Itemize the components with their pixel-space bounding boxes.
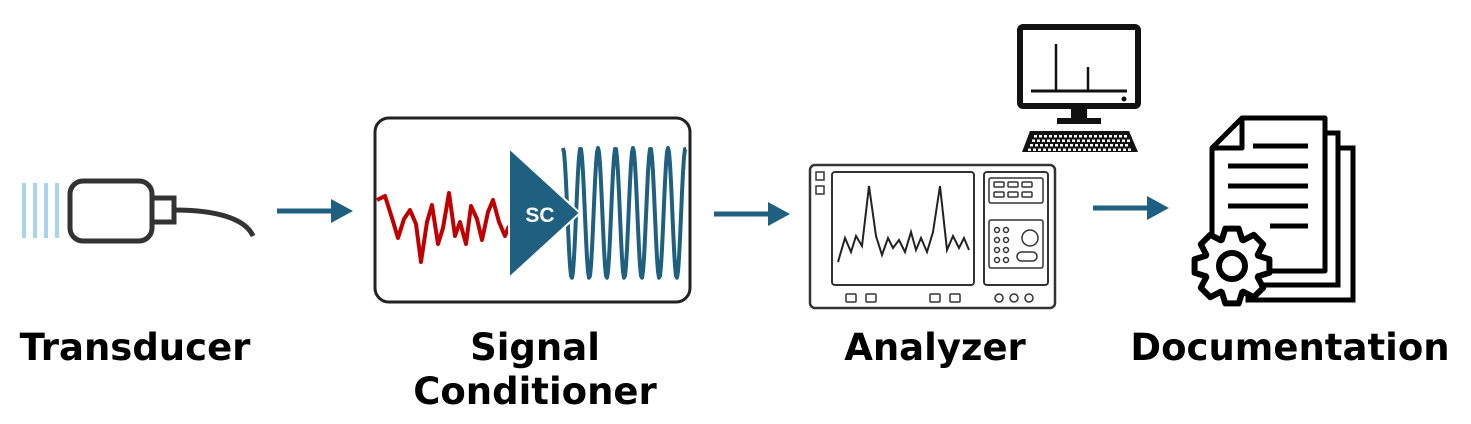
transducer-connector — [149, 195, 177, 225]
documentation-icon — [1191, 115, 1356, 307]
signal-conditioner-label-line2: Conditioner — [413, 370, 657, 413]
sc-badge: SC — [525, 204, 554, 227]
analyzer-icon — [808, 163, 1057, 310]
documentation-label: Documentation — [1130, 326, 1450, 369]
signal-conditioner-label: Signal Conditioner — [395, 326, 675, 414]
output-signal-wave — [561, 146, 687, 280]
arrow-2 — [714, 202, 790, 226]
computer-icon — [1017, 24, 1141, 152]
arrow-3 — [1093, 196, 1169, 220]
analyzer-control-panel — [983, 171, 1049, 286]
input-signal-wave — [376, 191, 511, 264]
arrow-1 — [277, 199, 353, 223]
amplifier-triangle — [508, 145, 582, 281]
transducer-label: Transducer — [19, 326, 251, 369]
monitor — [1017, 24, 1141, 109]
sound-wave-lines — [22, 183, 59, 238]
analyzer-screen — [831, 171, 975, 286]
transducer-body — [67, 178, 155, 244]
gear-hole — [1216, 250, 1248, 282]
analyzer-spectrum-trace — [837, 185, 970, 263]
analyzer-label: Analyzer — [844, 326, 1026, 369]
signal-conditioner-label-line1: Signal — [470, 326, 600, 369]
transducer-cable — [173, 207, 256, 238]
transducer-icon — [22, 178, 256, 244]
signal-conditioner-icon: SC — [373, 116, 692, 304]
